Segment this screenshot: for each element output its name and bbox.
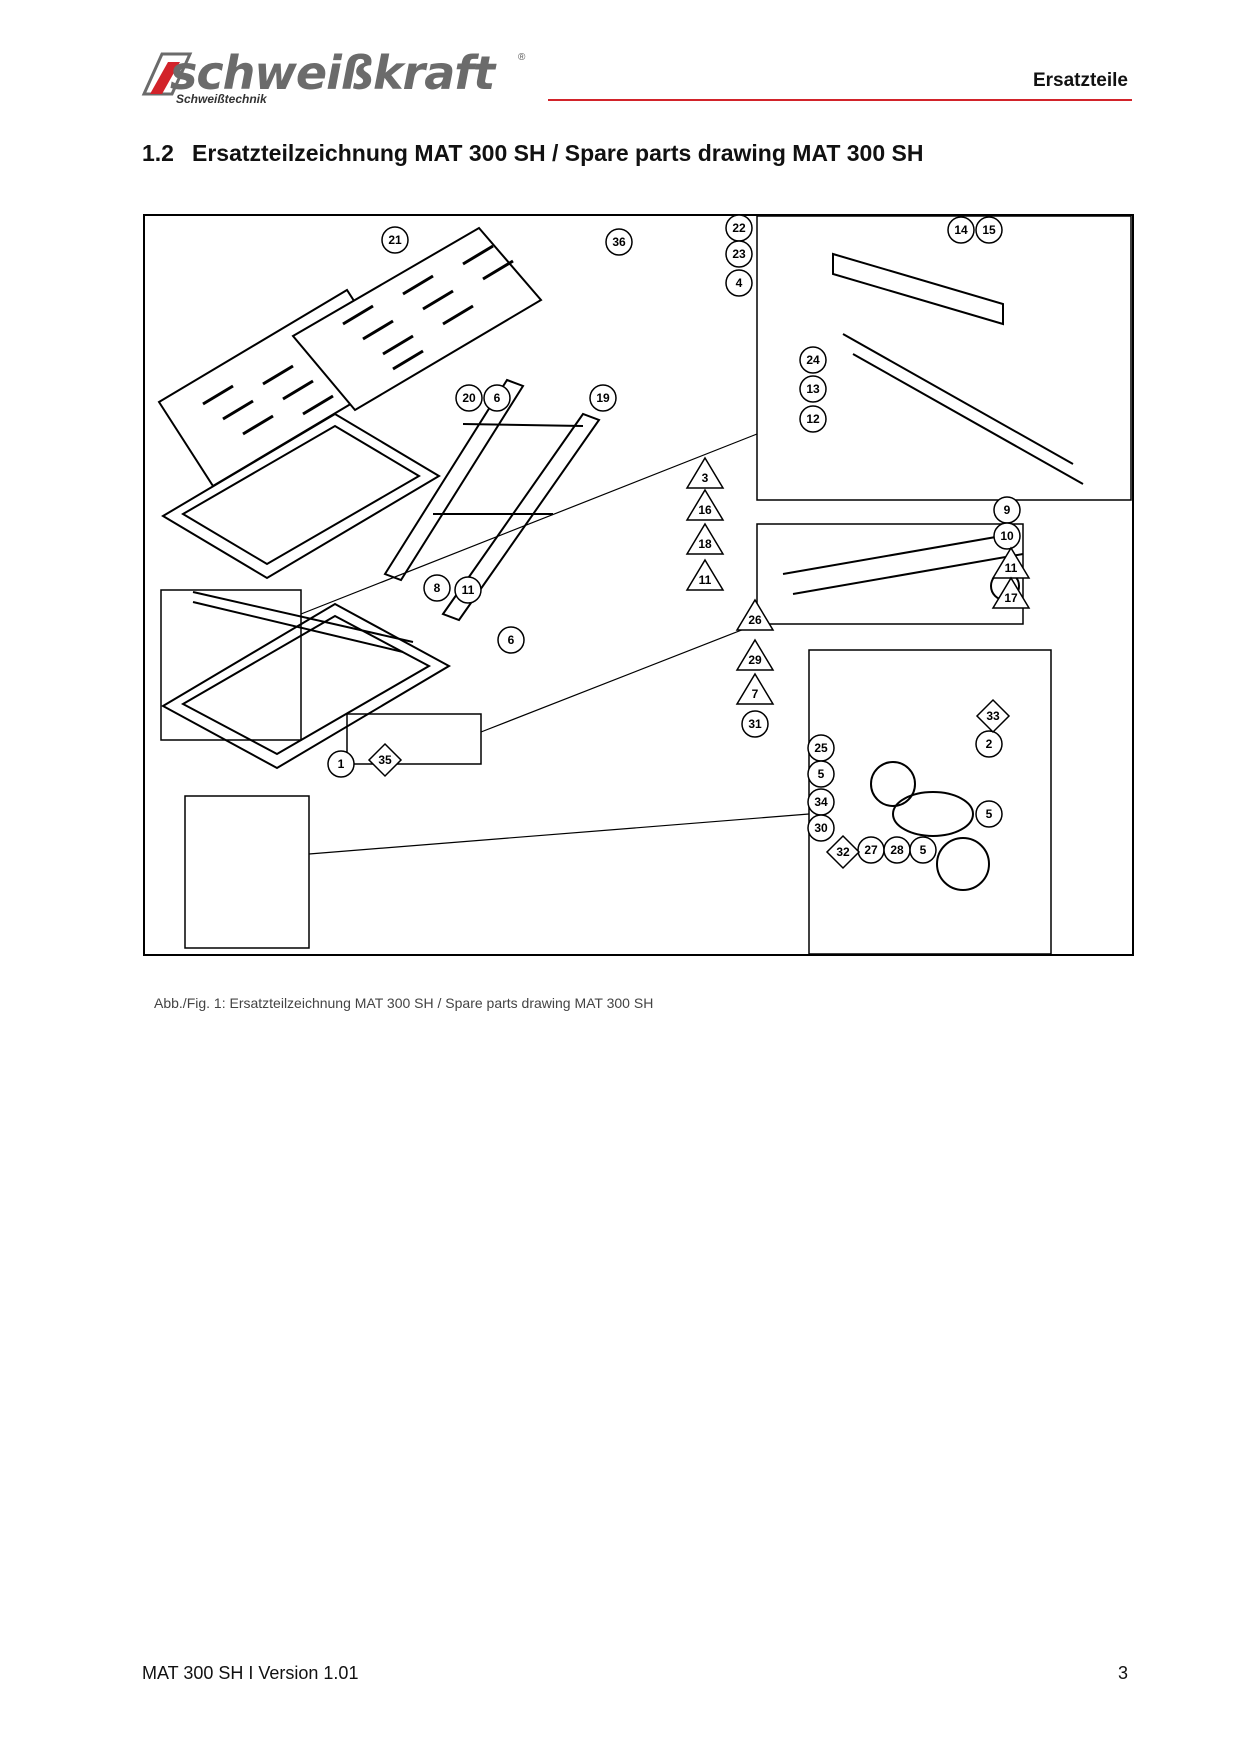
registered-mark: ® xyxy=(518,52,526,63)
callout-label: 6 xyxy=(508,633,515,647)
section-title: Ersatzteile xyxy=(1032,70,1128,91)
callout-circle xyxy=(455,384,483,412)
callout-label: 23 xyxy=(732,247,746,261)
callout-triangle xyxy=(991,576,1031,609)
callout-label: 4 xyxy=(736,276,743,290)
callout-triangle xyxy=(685,558,725,591)
callout-circle xyxy=(799,405,827,433)
brand-name: schweißkraft xyxy=(170,46,495,100)
callout-label: 20 xyxy=(462,391,476,405)
upper-frame xyxy=(161,412,441,580)
callout-circle xyxy=(909,836,937,864)
callout-label: 10 xyxy=(1000,529,1014,543)
callout-label: 9 xyxy=(1004,503,1011,517)
logo-mark-icon xyxy=(141,52,193,96)
callout-label: 30 xyxy=(814,821,828,835)
callout-circle xyxy=(381,226,409,254)
callout-label: 11 xyxy=(1005,561,1018,575)
callout-label: 16 xyxy=(698,503,712,517)
callout-label: 34 xyxy=(814,795,828,809)
callout-circle xyxy=(589,384,617,412)
callout-label: 12 xyxy=(806,412,820,426)
callout-label: 5 xyxy=(986,807,993,821)
callout-circle xyxy=(947,216,975,244)
detail-content xyxy=(782,252,1084,891)
header-divider xyxy=(548,99,1132,101)
callout-label: 13 xyxy=(806,382,820,396)
callout-triangle xyxy=(735,672,775,705)
plate-slots xyxy=(202,244,514,436)
callout-circle xyxy=(725,269,753,297)
callout-circle xyxy=(454,576,482,604)
callout-circle xyxy=(741,710,769,738)
callout-label: 8 xyxy=(434,581,441,595)
callout-label: 17 xyxy=(1004,591,1018,605)
callout-triangle xyxy=(735,598,775,631)
base-frame xyxy=(160,602,452,770)
scissor-arms xyxy=(192,378,601,653)
callout-label: 11 xyxy=(699,573,712,587)
callout-label: 31 xyxy=(748,717,762,731)
callout-label: 28 xyxy=(890,843,904,857)
callout-circle xyxy=(975,216,1003,244)
callout-circle xyxy=(807,814,835,842)
callout-circle xyxy=(725,240,753,268)
callout-label: 29 xyxy=(748,653,762,667)
callout-circle xyxy=(975,730,1003,758)
callout-label: 15 xyxy=(982,223,996,237)
callout-circle xyxy=(605,228,633,256)
callout-circle xyxy=(423,574,451,602)
callout-label: 14 xyxy=(954,223,968,237)
callout-label: 5 xyxy=(920,843,927,857)
callout-label: 32 xyxy=(836,845,850,859)
callout-label: 2 xyxy=(986,737,993,751)
callout-diamond xyxy=(825,834,861,870)
callout-circle xyxy=(497,626,525,654)
callout-label: 21 xyxy=(388,233,402,247)
callout-label: 11 xyxy=(462,583,475,597)
page-number: 3 xyxy=(1117,1663,1128,1683)
callout-label: 7 xyxy=(752,687,759,701)
callout-label: 19 xyxy=(596,391,610,405)
callout-label: 25 xyxy=(814,741,828,755)
callout-label: 3 xyxy=(702,471,709,485)
heading-title: Ersatzteilzeichnung MAT 300 SH / Spare p… xyxy=(191,140,924,166)
callout-label: 24 xyxy=(806,353,820,367)
callout-circle xyxy=(799,346,827,374)
heading-number: 1.2 xyxy=(142,140,174,166)
callout-circle xyxy=(993,522,1021,550)
callout-circle xyxy=(483,384,511,412)
callout-label: 33 xyxy=(986,709,1000,723)
callout-circle xyxy=(799,375,827,403)
callout-triangle xyxy=(685,456,725,489)
brand-subtitle: Schweißtechnik xyxy=(176,92,267,106)
platform-plate-right xyxy=(291,226,543,412)
callout-label: 5 xyxy=(818,767,825,781)
callout-triangle xyxy=(685,488,725,521)
figure-caption: Abb./Fig. 1: Ersatzteilzeichnung MAT 300… xyxy=(154,995,654,1011)
brand-logo: schweißkraft ® Schweißtechnik xyxy=(140,46,540,110)
callout-triangle xyxy=(685,522,725,555)
callout-label: 36 xyxy=(612,235,626,249)
callout-label: 1 xyxy=(338,757,345,771)
footer-doc-version: MAT 300 SH I Version 1.01 xyxy=(142,1663,359,1683)
page-heading: 1.2 Ersatzteilzeichnung MAT 300 SH / Spar… xyxy=(142,140,923,167)
callout-label: 22 xyxy=(732,221,746,235)
callout-label: 35 xyxy=(378,753,392,767)
callout-triangle xyxy=(735,638,775,671)
callout-diamond xyxy=(975,698,1011,734)
callout-label: 18 xyxy=(698,537,712,551)
callout-label: 26 xyxy=(748,613,762,627)
callout-diamond xyxy=(367,742,403,778)
callout-label: 6 xyxy=(494,391,501,405)
callout-label: 27 xyxy=(864,843,878,857)
callout-circle xyxy=(975,800,1003,828)
leader-lines xyxy=(300,433,810,855)
callout-circle xyxy=(327,750,355,778)
callout-circle xyxy=(807,760,835,788)
